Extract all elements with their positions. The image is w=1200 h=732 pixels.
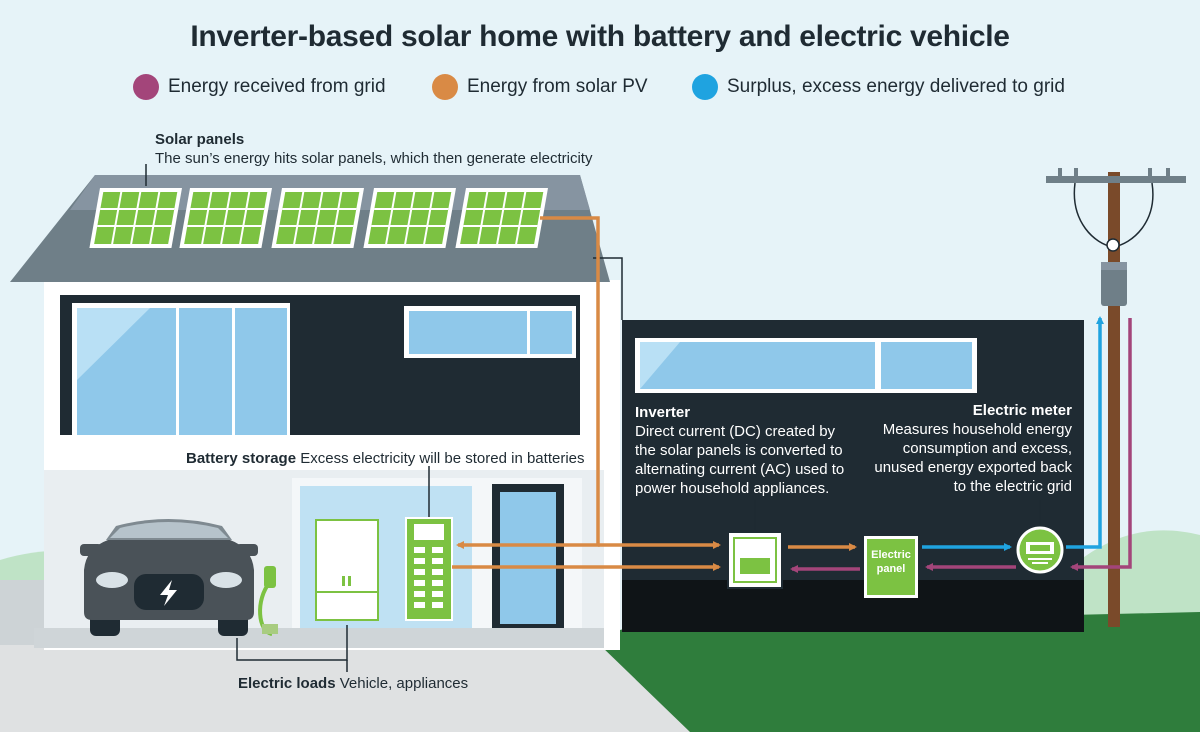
driveway bbox=[0, 645, 690, 732]
electric-panel-label-line2: panel bbox=[876, 563, 906, 575]
inverter-title: Inverter bbox=[635, 404, 691, 421]
legend-swatch-solar bbox=[432, 74, 458, 100]
electric-loads-description: Vehicle, appliances bbox=[339, 675, 469, 692]
inverter-description: Direct current (DC) created by the solar… bbox=[635, 423, 845, 497]
battery-storage-description: Excess electricity will be stored in bat… bbox=[300, 450, 585, 467]
electric-panel-box bbox=[864, 536, 918, 598]
legend-item-surplus: Surplus, excess energy delivered to grid bbox=[692, 74, 1065, 100]
inverter-box bbox=[727, 531, 783, 589]
legend-item-solar: Energy from solar PV bbox=[432, 74, 648, 100]
electric-panel-label-line1: Electric bbox=[871, 549, 911, 561]
surplus-flow-arrows bbox=[922, 316, 1104, 551]
battery-unit bbox=[405, 517, 453, 621]
solar-panels-title: Solar panels bbox=[155, 131, 245, 148]
meter-icon bbox=[1016, 526, 1064, 574]
electric-loads-callout: Electric loads Vehicle, appliances bbox=[238, 674, 538, 693]
solar-panels-description: The sun’s energy hits solar panels, whic… bbox=[155, 150, 593, 167]
lightning-bolt-icon bbox=[160, 580, 177, 606]
grid-flow-arrows bbox=[790, 318, 1132, 573]
solar-flow-arrows bbox=[452, 216, 857, 571]
electric-vehicle bbox=[80, 519, 258, 636]
leader-lines bbox=[145, 164, 1041, 672]
legend-swatch-surplus bbox=[692, 74, 718, 100]
inverter-callout: Inverter Direct current (DC) created by … bbox=[635, 403, 860, 498]
electric-meter-callout: Electric meter Measures household energy… bbox=[868, 401, 1072, 496]
garage-building bbox=[622, 320, 1084, 632]
electric-loads-title: Electric loads bbox=[238, 675, 336, 692]
electric-meter-title: Electric meter bbox=[972, 402, 1072, 419]
legend-item-grid: Energy received from grid bbox=[133, 74, 386, 100]
diagram-title: Inverter-based solar home with battery a… bbox=[190, 20, 1010, 53]
ev-charger-icon bbox=[258, 566, 278, 636]
electric-panel-label: Electric panel bbox=[867, 548, 915, 576]
fridge bbox=[315, 519, 379, 621]
electric-meter-description: Measures household energy consumption an… bbox=[874, 421, 1072, 495]
legend-label-grid: Energy received from grid bbox=[168, 76, 386, 97]
battery-storage-callout: Battery storage Excess electricity will … bbox=[186, 449, 606, 468]
lawn bbox=[580, 612, 1200, 732]
solar-panel-array bbox=[89, 188, 548, 248]
solar-panels-callout: Solar panels The sun’s energy hits solar… bbox=[155, 130, 675, 168]
legend-label-solar: Energy from solar PV bbox=[467, 76, 648, 97]
legend-label-surplus: Surplus, excess energy delivered to grid bbox=[727, 76, 1065, 97]
power-pole-icon bbox=[1046, 168, 1186, 627]
battery-storage-title: Battery storage bbox=[186, 450, 297, 467]
legend-swatch-grid bbox=[133, 74, 159, 100]
